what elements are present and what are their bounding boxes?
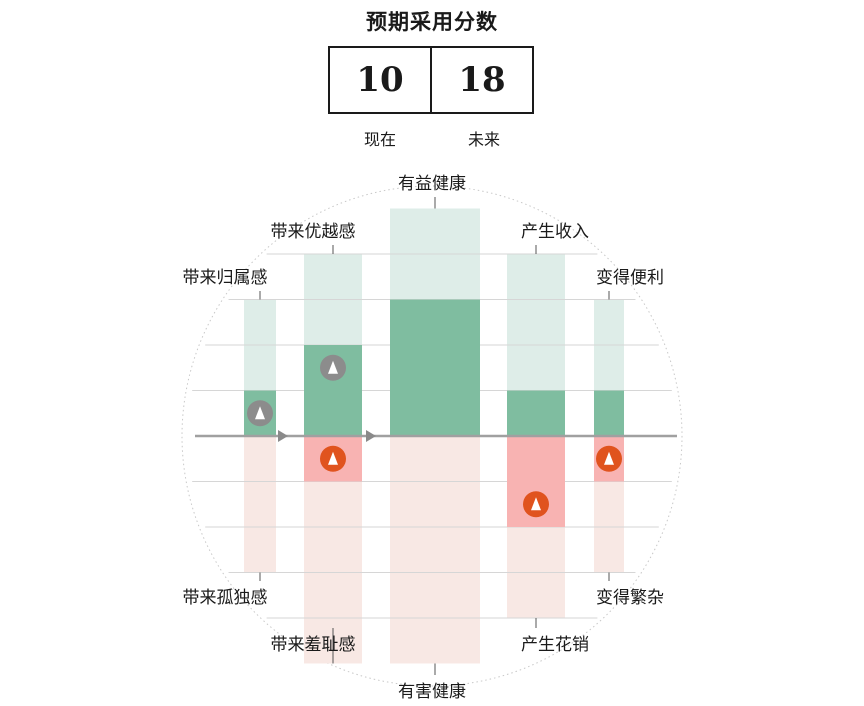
- axis-arrow: [366, 430, 376, 442]
- category-top-label: 带来归属感: [183, 268, 268, 288]
- marker-future-4-arrow: [604, 451, 614, 465]
- category-bottom-label: 有害健康: [398, 682, 466, 702]
- category-top-label: 有益健康: [398, 174, 466, 194]
- category-top-label: 变得便利: [596, 268, 664, 288]
- category-bottom-label: 带来孤独感: [183, 588, 268, 608]
- marker-now-1-arrow: [328, 360, 338, 374]
- bar-harm-max-0: [244, 436, 276, 573]
- category-top-label: 产生收入: [521, 222, 589, 242]
- category-bottom-label: 带来羞耻感: [271, 635, 356, 655]
- bar-benefit-2: [390, 299, 480, 436]
- bar-benefit-3: [507, 390, 565, 436]
- marker-now-0-arrow: [255, 406, 265, 420]
- score-now-label: 现在: [363, 130, 396, 149]
- score-now-box: 10: [328, 46, 432, 114]
- bar-benefit-4: [594, 390, 624, 436]
- category-bottom-label: 产生花销: [521, 635, 589, 655]
- chart-title: 预期采用分数: [366, 10, 498, 34]
- score-future-label: 未来: [467, 130, 500, 149]
- marker-future-3-arrow: [531, 497, 541, 511]
- bar-harm-max-2: [390, 436, 480, 664]
- marker-future-1-arrow: [328, 451, 338, 465]
- outline-circle: [181, 185, 683, 687]
- category-top-label: 带来优越感: [271, 222, 356, 242]
- score-future-box: 18: [430, 46, 534, 114]
- category-bottom-label: 变得繁杂: [596, 588, 664, 608]
- axis-arrow: [278, 430, 288, 442]
